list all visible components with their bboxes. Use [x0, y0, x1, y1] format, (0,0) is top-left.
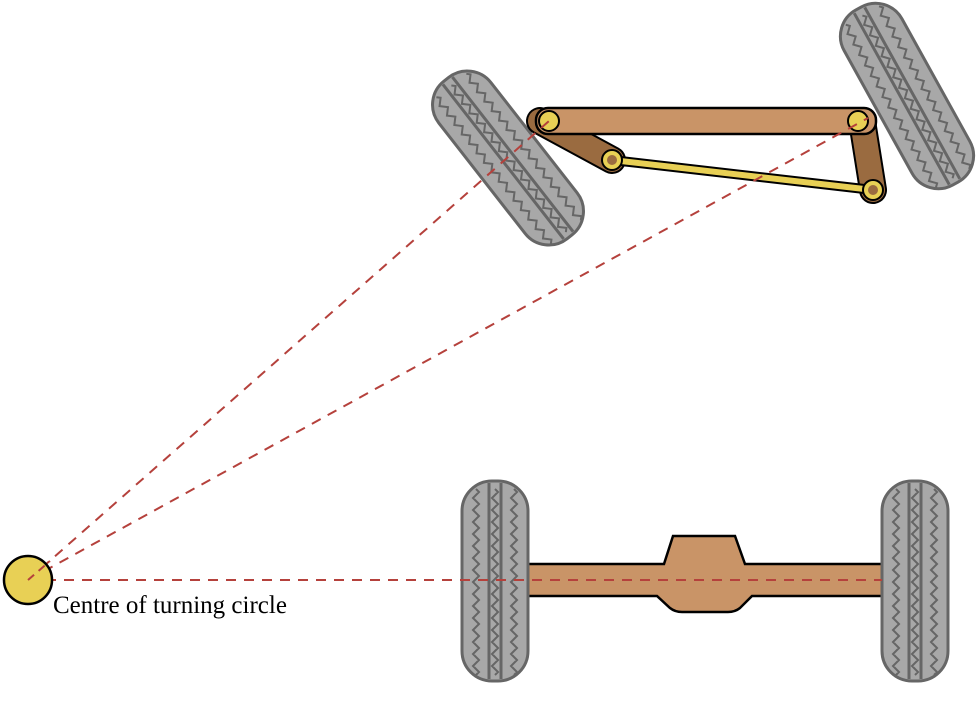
rear-right-tyre [880, 479, 950, 683]
rear-axle [460, 479, 950, 683]
centre-label: Centre of turning circle [53, 592, 287, 619]
front-right-tyre [828, 0, 980, 201]
turning-lines [27, 117, 882, 581]
rear-axle-beam [526, 534, 884, 614]
left-wheel-axis-line [27, 120, 550, 581]
front-axle [418, 0, 980, 259]
right-wheel-axis-line [27, 117, 869, 581]
front-axle-beam [534, 106, 878, 136]
